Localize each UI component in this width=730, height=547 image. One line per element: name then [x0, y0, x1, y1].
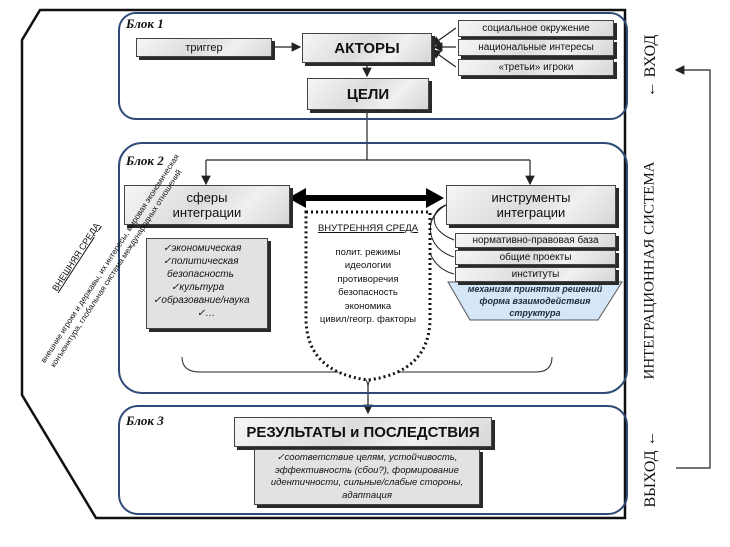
goals-box: ЦЕЛИ — [307, 78, 429, 110]
internal-item: противоречия — [337, 273, 399, 285]
results-text: ✓соответствие целям, устойчивость, эффек… — [254, 449, 480, 505]
internal-item: идеологии — [344, 260, 392, 271]
internal-environment: ВНУТРЕННЯЯ СРЕДА полит. режимы идеологии… — [306, 222, 430, 327]
tools-title: инструменты интеграции — [491, 190, 571, 220]
input-arrow: ← — [642, 81, 659, 98]
results-box: РЕЗУЛЬТАТЫ и ПОСЛЕДСТВИЯ — [234, 417, 492, 447]
input-label: ← ВХОД — [642, 34, 659, 98]
factor-national-interests: национальные интересы — [458, 39, 614, 56]
sphere-item: ✓образование/наука — [153, 295, 250, 306]
outer-frame — [20, 8, 627, 520]
spheres-box: сферы интеграции — [124, 185, 290, 225]
sphere-item: безопасность — [167, 269, 234, 280]
mechanism-trapezoid — [447, 281, 623, 321]
block-3 — [118, 405, 628, 515]
block-1-title: Блок 1 — [126, 16, 164, 31]
actors-box: АКТОРЫ — [302, 33, 432, 63]
integration-system-label: ИНТЕГРАЦИОННАЯ СИСТЕМА — [641, 161, 658, 380]
sphere-item: ✓политическая — [163, 256, 239, 267]
spheres-title: сферы интеграции — [172, 190, 242, 220]
tool-common-projects: общие проекты — [455, 250, 616, 265]
trigger-box: триггер — [136, 38, 272, 57]
output-arrow: ← — [642, 430, 659, 447]
block-1 — [118, 12, 628, 120]
mechanism-text: механизм принятия решений форма взаимоде… — [467, 284, 603, 318]
internal-item: полит. режимы — [335, 246, 401, 258]
tool-legal-base: нормативно-правовая база — [455, 233, 616, 248]
output-label: ВЫХОД ← — [642, 430, 659, 508]
tools-box: инструменты интеграции — [446, 185, 616, 225]
block-2-title: Блок 2 — [126, 153, 164, 168]
block-2 — [118, 142, 628, 394]
internal-item: цивил/геогр. факторы — [319, 314, 417, 325]
sphere-item: ✓культура — [171, 282, 225, 293]
internal-title: ВНУТРЕННЯЯ СРЕДА — [317, 223, 419, 234]
factor-third-players: «третьи» игроки — [458, 59, 614, 76]
sphere-item: ✓… — [197, 308, 216, 319]
internal-item: безопасность — [338, 287, 398, 298]
tool-institutes: институты — [455, 267, 616, 282]
spheres-list: ✓экономическая ✓политическая безопасност… — [146, 238, 268, 329]
sphere-item: ✓экономическая — [163, 243, 242, 254]
block-3-title: Блок 3 — [126, 413, 164, 428]
factor-social: социальное окружение — [458, 20, 614, 37]
internal-item: экономика — [344, 300, 392, 312]
internal-environment-shape — [304, 210, 432, 382]
